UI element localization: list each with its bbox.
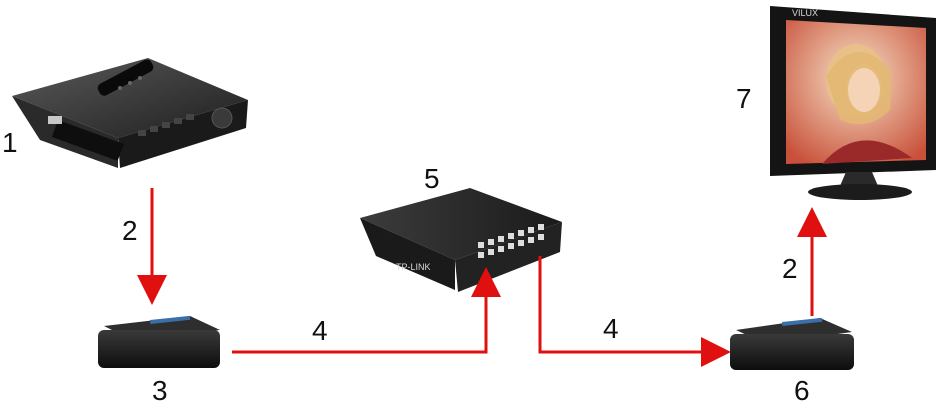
switch-brand: TP-LINK: [396, 262, 431, 272]
label-dvr: 1: [2, 127, 18, 158]
monitor-brand: VILUX: [792, 8, 818, 18]
label-monitor: 7: [736, 83, 752, 114]
label-link-cable-right: 2: [782, 253, 798, 284]
label-network-cable-left: 4: [312, 315, 328, 346]
label-transmitter: 3: [152, 375, 168, 406]
lcd-monitor-icon: VILUX: [770, 6, 936, 200]
connection-lines: [137, 188, 827, 367]
label-receiver: 6: [794, 375, 810, 406]
hdmi-receiver-icon: [730, 317, 854, 370]
arrow-transmitter-to-switch: [232, 267, 501, 354]
label-switch: 5: [424, 163, 440, 194]
dvr-recorder-icon: [12, 58, 248, 168]
hdmi-transmitter-icon: [98, 315, 220, 368]
arrow-switch-to-receiver: [538, 256, 731, 367]
label-link-cable-left: 2: [122, 215, 138, 246]
remote-control-icon: [97, 59, 154, 96]
network-switch-icon: TP-LINK: [360, 188, 562, 292]
label-network-cable-right: 4: [603, 313, 619, 344]
